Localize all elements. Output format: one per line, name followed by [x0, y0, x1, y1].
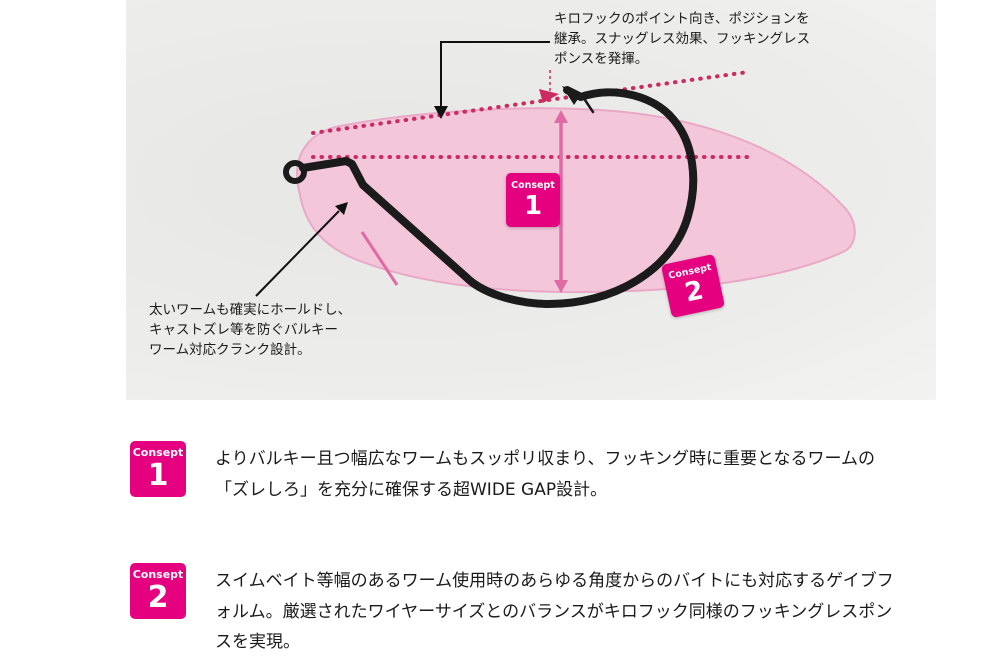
point-annotation-line-1: キロフックのポイント向き、ポジションを [554, 11, 810, 27]
crank-annotation-line-1: 太いワームも確実にホールドし、 [149, 302, 352, 318]
concept-2-text: スイムベイト等幅のあるワーム使用時のあらゆる角度からのバイトにも対応するゲイブフ… [215, 571, 894, 653]
hook-diagram-graphic [255, 41, 856, 309]
diagram-concept-2-badge-number: 2 [682, 275, 707, 309]
hook-barb [583, 98, 595, 114]
gap-measure-arrow [554, 110, 568, 293]
diagram-concept-1-badge-number: 1 [523, 191, 543, 222]
point-annotation-arrow [434, 41, 550, 119]
concept-1-text: よりバルキー且つ幅広なワームもスッポリ収まり、フッキング時に重要となるワームの「… [215, 449, 875, 500]
point-annotation-line-2: 継承。スナッグレス効果、フッキングレス [554, 31, 811, 47]
concept-2-badge: Consept 2 [130, 563, 186, 619]
point-direction-arrowhead [539, 89, 559, 103]
hook [283, 86, 698, 309]
hook-diagram: キロフックのポイント向き、ポジションを 継承。スナッグレス効果、フッキングレス … [126, 0, 936, 400]
concept-1-badge-number: 1 [147, 458, 169, 493]
point-annotation-line-3: ポンスを発揮。 [554, 51, 649, 67]
crank-annotation-line-2: キャストズレ等を防ぐバルキー [149, 322, 338, 338]
diagram-concept-1-badge: Consept 1 [506, 173, 560, 227]
diagram-concept-2-badge: Consept 2 [660, 253, 726, 319]
concept-1-badge: Consept 1 [130, 441, 186, 497]
crank-annotation-line-3: ワーム対応クランク設計。 [149, 342, 311, 358]
diagram-concept-1-badge-label: Consept [511, 179, 555, 191]
concept-2-row: Consept 2 スイムベイト等幅のあるワーム使用時のあらゆる角度からのバイト… [130, 563, 905, 658]
dotted-point-direction-line [311, 70, 750, 135]
concept-1-badge-label: Consept [132, 446, 184, 459]
crank-annotation-arrow [255, 202, 348, 297]
concept-1-row: Consept 1 よりバルキー且つ幅広なワームもスッポリ収まり、フッキング時に… [130, 441, 905, 505]
crank-tick [360, 231, 399, 286]
hook-wire [299, 86, 698, 309]
concept-2-badge-label: Consept [132, 568, 184, 581]
crank-annotation: 太いワームも確実にホールドし、 キャストズレ等を防ぐバルキー ワーム対応クランク… [149, 300, 351, 360]
hook-point [562, 86, 582, 105]
point-annotation: キロフックのポイント向き、ポジションを 継承。スナッグレス効果、フッキングレス … [554, 9, 810, 69]
hook-eye [283, 160, 307, 184]
concept-2-badge-number: 2 [147, 580, 169, 615]
